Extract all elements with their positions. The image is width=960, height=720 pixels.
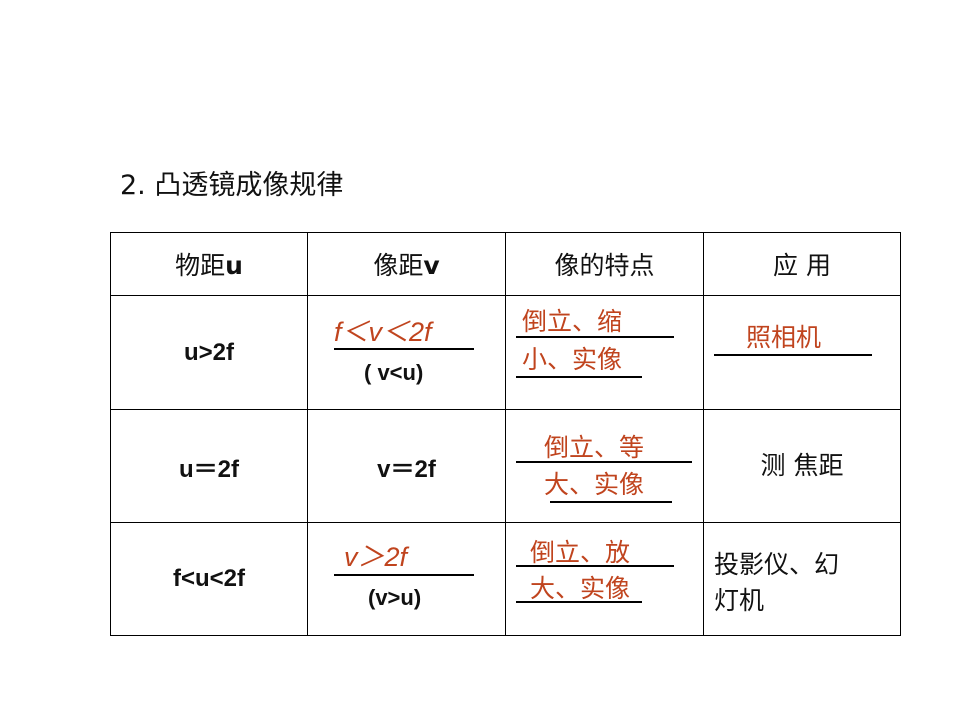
header-image-distance-symbol: v	[423, 251, 440, 280]
cell-image-distance: v＞2f (v>u)	[307, 522, 506, 636]
image-distance-note: ( v<u)	[364, 360, 424, 385]
object-distance-value: u>2f	[183, 338, 234, 366]
header-image-distance: 像距v	[307, 232, 506, 296]
answer-blank-line	[516, 376, 642, 378]
cell-image-distance: v＝2f	[307, 409, 506, 523]
object-distance-value: u＝2f	[179, 455, 239, 483]
cell-object-distance: u>2f	[110, 295, 308, 410]
lens-imaging-table: 物距u 像距v 像的特点 应 用 u>2f f＜v＜2f ( v<u) 倒立、缩…	[110, 232, 901, 636]
header-object-distance: 物距u	[110, 232, 308, 296]
table-row: f<u<2f v＞2f (v>u) 倒立、放 大、实像 投影仪、幻 灯机	[110, 522, 901, 636]
cell-image-features: 倒立、缩 小、实像	[505, 295, 704, 410]
application-line-1: 投影仪、幻	[714, 550, 840, 579]
table-row: u>2f f＜v＜2f ( v<u) 倒立、缩 小、实像 照相机	[110, 295, 901, 410]
cell-object-distance: f<u<2f	[110, 522, 308, 636]
cell-application: 照相机	[703, 295, 901, 410]
cell-image-distance: f＜v＜2f ( v<u)	[307, 295, 506, 410]
table-row: u＝2f v＝2f 倒立、等 大、实像 测 焦距	[110, 409, 901, 523]
header-object-distance-label: 物距	[175, 251, 226, 280]
features-line-2: 大、实像	[530, 574, 631, 603]
application-answer: 照相机	[746, 323, 822, 352]
page-title: 2. 凸透镜成像规律	[120, 170, 344, 201]
object-distance-value: f<u<2f	[172, 565, 246, 592]
answer-blank-line	[714, 354, 872, 356]
cell-object-distance: u＝2f	[110, 409, 308, 523]
cell-image-features: 倒立、等 大、实像	[505, 409, 704, 523]
header-image-distance-label: 像距	[373, 251, 424, 280]
header-application: 应 用	[703, 232, 901, 296]
cell-image-features: 倒立、放 大、实像	[505, 522, 704, 636]
cell-application: 投影仪、幻 灯机	[703, 522, 901, 636]
features-line-1: 倒立、缩	[522, 307, 623, 336]
header-object-distance-symbol: u	[225, 251, 243, 280]
table-header-row: 物距u 像距v 像的特点 应 用	[110, 232, 901, 296]
features-line-2: 小、实像	[522, 345, 623, 374]
cell-application: 测 焦距	[703, 409, 901, 523]
application-value: 测 焦距	[760, 451, 844, 480]
features-line-2: 大、实像	[544, 470, 645, 499]
features-line-1: 倒立、放	[530, 538, 631, 567]
answer-blank-line	[516, 565, 674, 567]
answer-blank-line	[516, 601, 642, 603]
answer-blank-line	[550, 501, 672, 503]
image-distance-value: v＝2f	[377, 455, 436, 483]
image-distance-note: (v>u)	[368, 585, 422, 610]
image-distance-answer: v＞2f	[344, 542, 408, 572]
header-image-features: 像的特点	[505, 232, 704, 296]
answer-blank-line	[516, 336, 674, 338]
answer-blank-line	[516, 461, 692, 463]
image-distance-answer: f＜v＜2f	[334, 317, 432, 347]
answer-blank-line	[334, 574, 474, 576]
features-line-1: 倒立、等	[544, 433, 645, 462]
answer-blank-line	[334, 348, 474, 350]
application-line-2: 灯机	[714, 586, 765, 615]
